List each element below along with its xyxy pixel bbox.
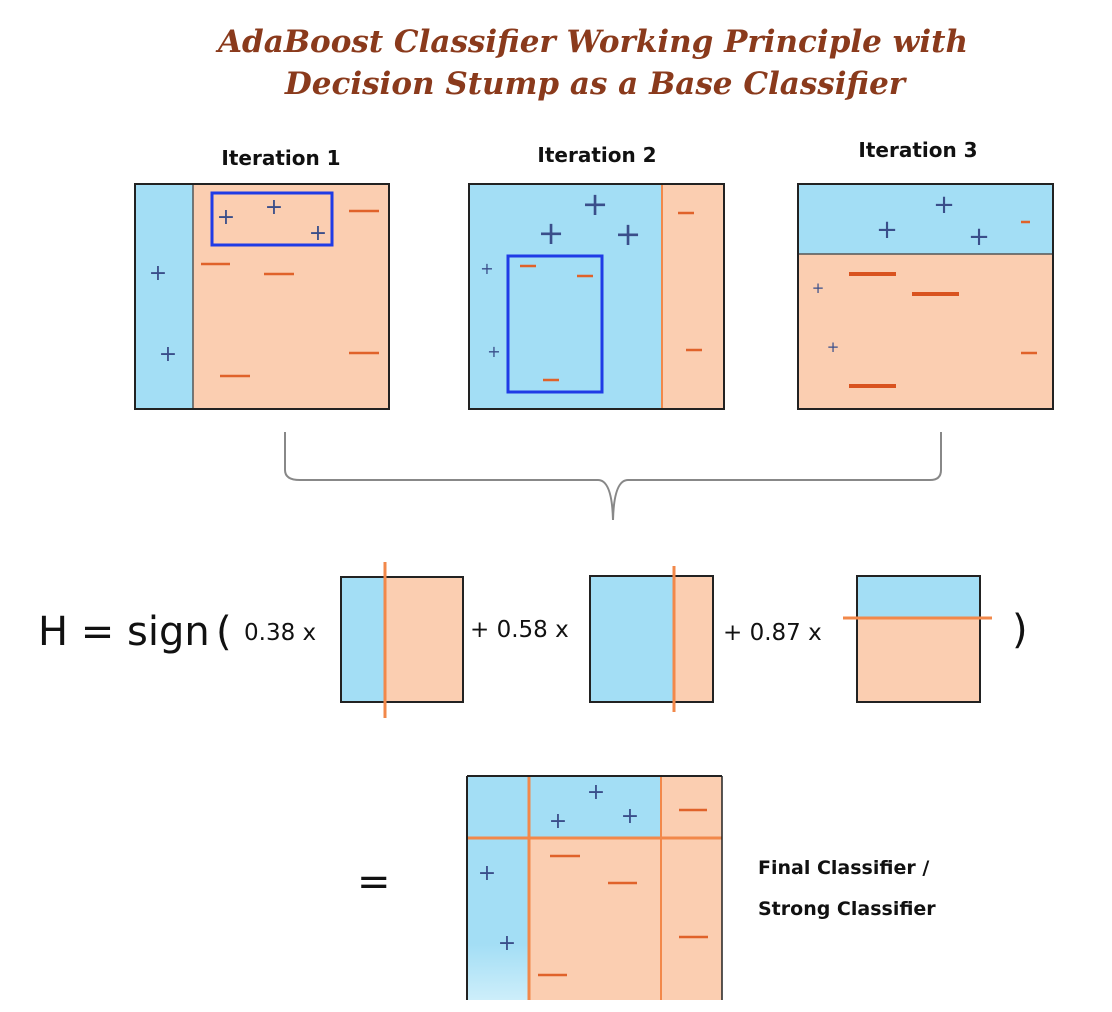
iter2-positive-region: [469, 184, 662, 409]
iter2-frame: [468, 183, 725, 410]
stump2-frame: [589, 575, 714, 703]
iter2-negative-region: [662, 184, 724, 409]
stump3-positive-region: [857, 576, 980, 618]
iteration-1-panel: Iteration 1 + + + + +: [134, 146, 390, 410]
term-3-weight: + 0.87 x: [723, 620, 822, 646]
stump2-negative-region: [674, 576, 713, 702]
plus-mark: +: [487, 342, 500, 361]
stump1-frame: [340, 576, 464, 703]
iter1-negative-region: [193, 184, 389, 409]
final-classifier-row: = + + + + + Final Classifier / Strong Cl…: [357, 775, 936, 1000]
plus-mark: +: [498, 931, 516, 956]
final-positive-top-region: [529, 776, 661, 838]
plus-mark: +: [265, 195, 283, 220]
plus-mark: +: [582, 185, 609, 223]
plus-mark: +: [587, 780, 605, 805]
iteration-1-label: Iteration 1: [221, 146, 340, 170]
iteration-2-label: Iteration 2: [537, 143, 656, 167]
plus-mark: +: [549, 809, 567, 834]
plus-mark: +: [812, 279, 825, 297]
open-paren: (: [216, 609, 232, 655]
plus-mark: +: [478, 861, 496, 886]
plus-mark: +: [217, 205, 235, 230]
final-label-line-1: Final Classifier /: [758, 857, 929, 879]
stump1-positive-region: [341, 577, 385, 702]
plus-mark: +: [621, 804, 639, 829]
plus-mark: +: [876, 215, 898, 245]
title-line-1: AdaBoost Classifier Working Principle wi…: [215, 24, 968, 60]
plus-mark: +: [968, 222, 990, 252]
iteration-3-label: Iteration 3: [858, 138, 977, 162]
iter1-misclassified-box: [210, 191, 334, 247]
final-positive-left-region: [467, 776, 529, 1000]
iter3-positive-region: [798, 184, 1053, 254]
plus-mark: +: [827, 338, 840, 356]
stump3-negative-region: [857, 618, 980, 702]
equation-lhs: H = sign: [38, 609, 210, 655]
plus-mark: +: [538, 214, 565, 252]
iter3-negative-region: [798, 254, 1053, 409]
stump2-positive-region: [590, 576, 674, 702]
plus-mark: +: [149, 261, 167, 286]
final-negative-right-region: [661, 776, 722, 1000]
plus-mark: +: [615, 215, 642, 253]
title-line-2: Decision Stump as a Base Classifier: [284, 66, 908, 102]
iteration-2-panel: Iteration 2 + + + + +: [468, 143, 725, 410]
term-1-weight: 0.38 x: [244, 620, 316, 646]
close-paren: ): [1012, 607, 1028, 653]
iter1-positive-region: [135, 184, 193, 409]
iteration-3-panel: Iteration 3 + + + + +: [797, 138, 1054, 410]
iter2-misclassified-box: [506, 254, 604, 394]
equation-row: H = sign ( 0.38 x + 0.58 x + 0.87 x ): [38, 562, 1028, 718]
stump3-frame: [856, 575, 981, 703]
combining-brace: [284, 432, 942, 521]
plus-mark: +: [159, 342, 177, 367]
iter1-frame: [134, 183, 390, 410]
term-2-weight: + 0.58 x: [470, 617, 569, 643]
iter3-frame: [797, 183, 1054, 410]
plus-mark: +: [933, 190, 955, 220]
plus-mark: +: [309, 221, 327, 246]
stump1-negative-region: [385, 577, 463, 702]
plus-mark: +: [480, 259, 493, 278]
equals-sign: =: [357, 859, 391, 905]
final-label-line-2: Strong Classifier: [758, 898, 936, 920]
final-negative-center-region: [529, 838, 661, 1000]
